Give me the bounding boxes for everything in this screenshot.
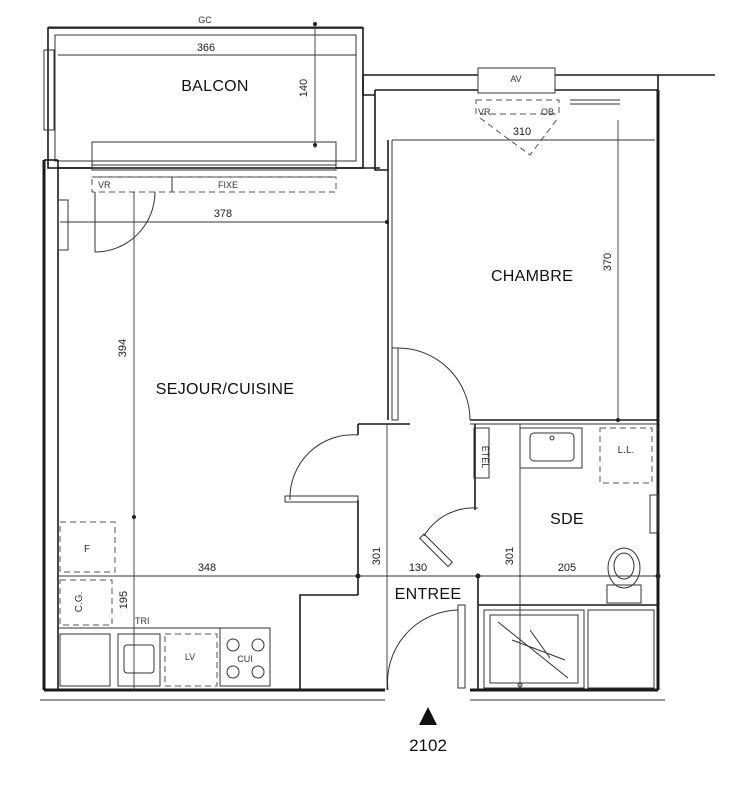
room-label-entree: ENTREE bbox=[395, 586, 462, 603]
room-label-chambre: CHAMBRE bbox=[491, 268, 573, 285]
balcony: GC 366 140 BALCON bbox=[43, 15, 364, 169]
room-label-balcon: BALCON bbox=[181, 78, 249, 95]
dishwasher-label: LV bbox=[185, 652, 195, 662]
sejour-depth-dimension: 394 bbox=[117, 339, 129, 357]
room-label-sejour: SEJOUR/CUISINE bbox=[156, 381, 294, 398]
apartment-number: 2102 bbox=[409, 736, 447, 755]
windows: VR FIXE AV VR OB bbox=[57, 67, 659, 534]
etel-label: ETEL bbox=[480, 446, 490, 469]
sde-width-dimension: 205 bbox=[558, 562, 576, 574]
window-ob: OB bbox=[541, 107, 554, 117]
gc-label: GC bbox=[198, 15, 212, 25]
entree-depth-right-dimension: 301 bbox=[504, 547, 516, 565]
window-vr-chambre: VR bbox=[478, 107, 491, 117]
balcon-width-dimension: 366 bbox=[197, 42, 215, 54]
entree-depth-left-dimension: 301 bbox=[371, 547, 383, 565]
tri-label: TRI bbox=[135, 616, 150, 626]
room-label-sde: SDE bbox=[550, 511, 584, 528]
balcon-depth-dimension: 140 bbox=[298, 79, 310, 97]
dimension-lines: 378 394 310 370 348 130 205 301 301 195 bbox=[58, 22, 661, 690]
interior-walls bbox=[299, 140, 658, 690]
fridge-label: F bbox=[84, 544, 90, 555]
fixtures: ETEL L.L. F C.G. TRI LV bbox=[58, 427, 655, 689]
chambre-width-dimension: 310 bbox=[513, 126, 531, 138]
chambre-depth-dimension: 370 bbox=[602, 253, 614, 271]
cuisine-width-dimension: 348 bbox=[198, 562, 216, 574]
window-vr-sejour: VR bbox=[98, 180, 111, 190]
cg-label: C.G. bbox=[74, 592, 85, 613]
window-av: AV bbox=[510, 74, 521, 84]
sejour-width-dimension: 378 bbox=[214, 208, 232, 220]
ll-label: L.L. bbox=[618, 445, 635, 456]
entry-arrow-icon bbox=[419, 707, 437, 725]
cuisine-depth-dimension: 195 bbox=[118, 591, 130, 609]
doors bbox=[94, 191, 479, 691]
cui-label: CUI bbox=[237, 654, 253, 664]
window-fixe: FIXE bbox=[218, 180, 238, 190]
entree-width-dimension: 130 bbox=[409, 562, 427, 574]
